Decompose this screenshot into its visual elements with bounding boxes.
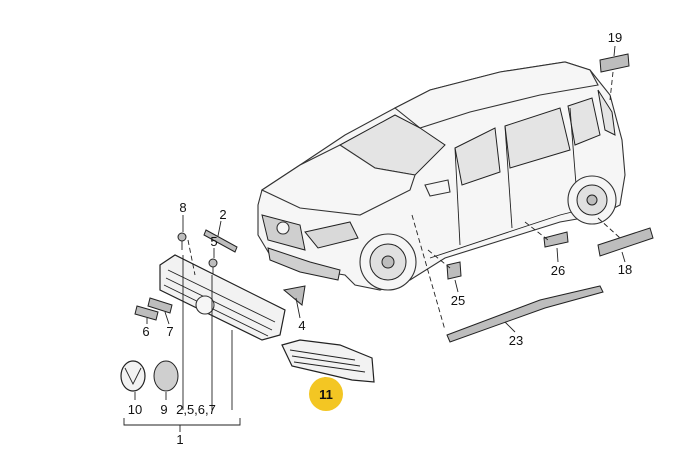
callout-7: 7: [166, 324, 173, 339]
callout-1: 1: [176, 432, 183, 447]
part-8-screw: [177, 232, 187, 250]
callout-25: 25: [451, 293, 465, 308]
callout-2: 2: [219, 207, 226, 222]
part-4-trim: [282, 285, 306, 306]
part-2-strip: [203, 229, 238, 253]
callout-group-2567: 2,5,6,7: [176, 402, 216, 417]
callout-8: 8: [179, 200, 186, 215]
callout-10: 10: [128, 402, 142, 417]
part-18-strip: [597, 227, 654, 257]
callout-26: 26: [551, 263, 565, 278]
callout-6: 6: [142, 324, 149, 339]
callout-19: 19: [608, 30, 622, 45]
callout-18: 18: [618, 262, 632, 277]
part-26-trim: [543, 231, 569, 248]
callout-11: 11: [319, 387, 333, 402]
part-9-badge: [153, 360, 179, 392]
part-6-trim: [134, 305, 159, 321]
callout-4: 4: [298, 318, 305, 333]
callout-5: 5: [210, 234, 217, 249]
callout-23: 23: [509, 333, 523, 348]
part-25-trim: [446, 261, 462, 280]
callout-11-highlight: [309, 377, 343, 411]
part-1-main-grille: [159, 239, 286, 341]
part-11-lower-grille: [281, 339, 375, 383]
part-19-strip: [599, 53, 630, 73]
part-23-strip: [446, 285, 604, 343]
part-10-badge: [120, 360, 146, 392]
car-illustration: [257, 61, 626, 291]
callout-9: 9: [160, 402, 167, 417]
part-7-trim: [147, 297, 173, 314]
